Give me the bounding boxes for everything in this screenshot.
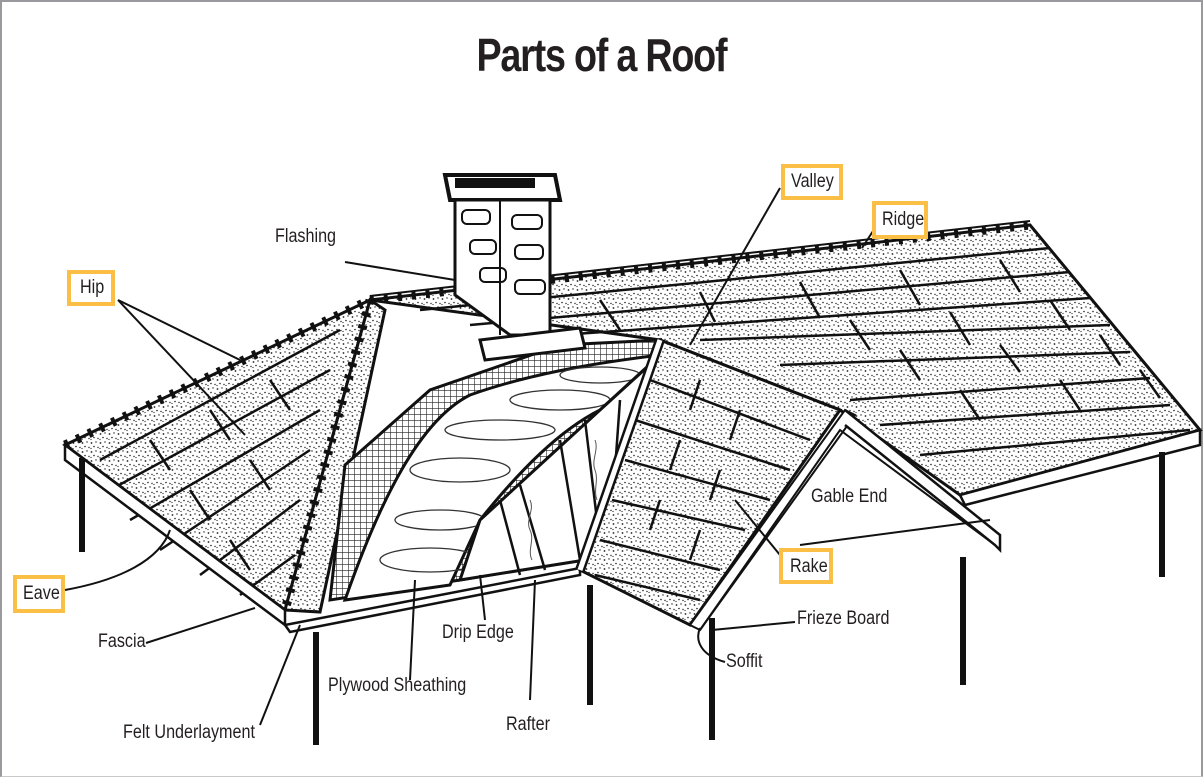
main-roof-plane (369, 220, 1203, 507)
label-rafter: Rafter (506, 714, 550, 735)
label-eave: Eave (23, 583, 60, 604)
hip-roof-plane (62, 295, 387, 628)
leader-drip-edge (479, 574, 486, 621)
label-soffit: Soffit (726, 651, 763, 672)
leader-plywood (409, 579, 416, 681)
leader-lines (64, 187, 991, 726)
label-drip-edge: Drip Edge (442, 622, 514, 643)
label-frieze-board: Frieze Board (797, 608, 890, 629)
leader-gable (799, 519, 991, 546)
leader-hip-2 (117, 299, 246, 436)
gable-roof (575, 338, 1002, 632)
leader-soffit (697, 627, 726, 663)
support-posts (79, 452, 1165, 745)
label-valley: Valley (791, 171, 834, 192)
leader-hip-1 (117, 299, 241, 361)
cutaway-section (282, 338, 665, 634)
label-box-hip: Hip (67, 270, 115, 306)
label-felt-underlayment: Felt Underlayment (123, 722, 255, 743)
label-box-eave: Eave (13, 575, 65, 613)
leader-rake-1 (734, 499, 781, 556)
chimney (442, 173, 587, 362)
label-flashing: Flashing (275, 226, 337, 247)
leader-frieze (711, 621, 796, 631)
leader-valley (689, 187, 781, 346)
diagram-title: Parts of a Roof (476, 29, 728, 81)
label-box-valley: Valley (781, 164, 843, 200)
label-plywood-sheathing: Plywood Sheathing (328, 675, 467, 696)
leader-rafter (529, 579, 536, 701)
leader-eave (64, 529, 171, 591)
label-rake: Rake (790, 556, 828, 577)
leader-flashing (344, 261, 456, 281)
label-fascia: Fascia (98, 631, 146, 652)
label-ridge: Ridge (882, 209, 925, 230)
label-box-rake: Rake (779, 548, 833, 584)
label-hip: Hip (80, 277, 105, 298)
label-box-ridge: Ridge (872, 201, 928, 239)
leader-felt (259, 624, 301, 726)
leader-fascia (145, 607, 256, 644)
label-gable-end: Gable End (811, 486, 888, 507)
